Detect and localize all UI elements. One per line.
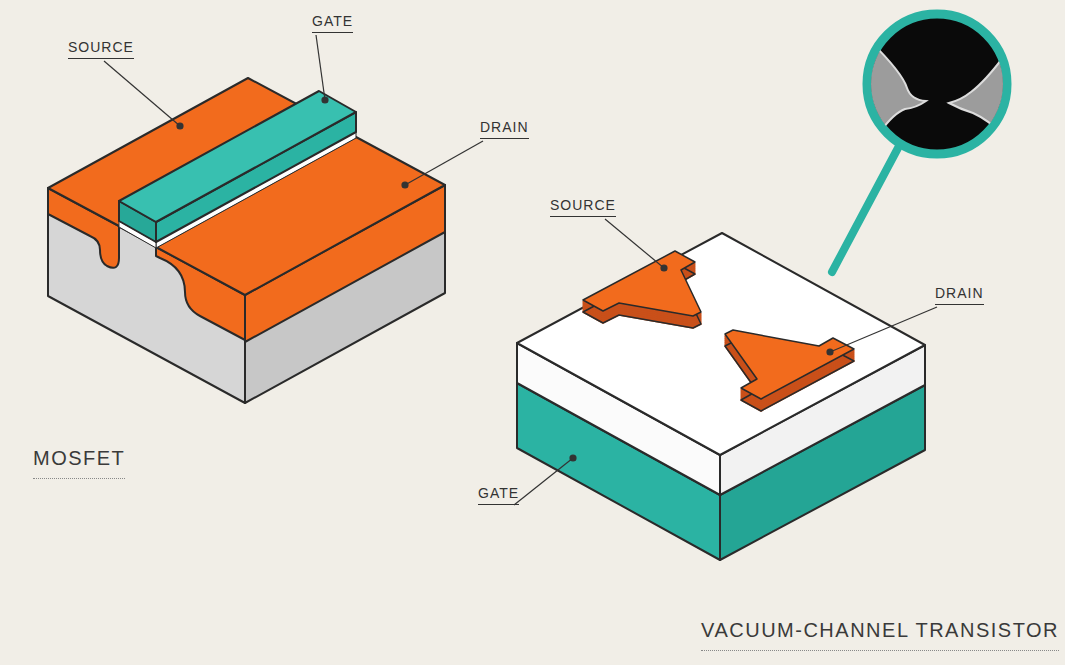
leader-line <box>605 219 664 268</box>
part-label: SOURCE <box>68 38 134 59</box>
vacuum-transistor-figure <box>517 233 925 560</box>
leader-dot <box>402 182 408 188</box>
leader-dot <box>570 455 576 461</box>
leader-line <box>104 61 180 126</box>
part-label: GATE <box>312 12 353 33</box>
magnifier <box>832 14 1010 272</box>
leader-dot <box>177 123 183 129</box>
part-label: SOURCE <box>550 196 616 217</box>
leader-dot <box>827 349 833 355</box>
gate-top <box>119 91 356 222</box>
source-electrode <box>583 251 701 328</box>
part-label: DRAIN <box>480 118 529 139</box>
leader-line <box>405 141 483 185</box>
leader-dot <box>661 265 667 271</box>
leader-line <box>514 458 573 505</box>
leader-line <box>830 307 937 352</box>
leader-dot <box>322 97 328 103</box>
magnifier-handle <box>832 148 898 272</box>
drain-tip <box>949 48 1010 142</box>
insulator-top <box>517 233 925 455</box>
mosfet-figure <box>48 78 445 403</box>
leader-lines <box>104 35 937 505</box>
figure-label: MOSFET <box>33 446 125 479</box>
part-label: DRAIN <box>935 284 984 305</box>
drain-electrode <box>725 330 854 411</box>
part-label: GATE <box>478 484 519 505</box>
leader-line <box>316 35 325 100</box>
figure-label: VACUUM-CHANNEL TRANSISTOR <box>701 618 1059 651</box>
source-tip <box>860 38 926 132</box>
